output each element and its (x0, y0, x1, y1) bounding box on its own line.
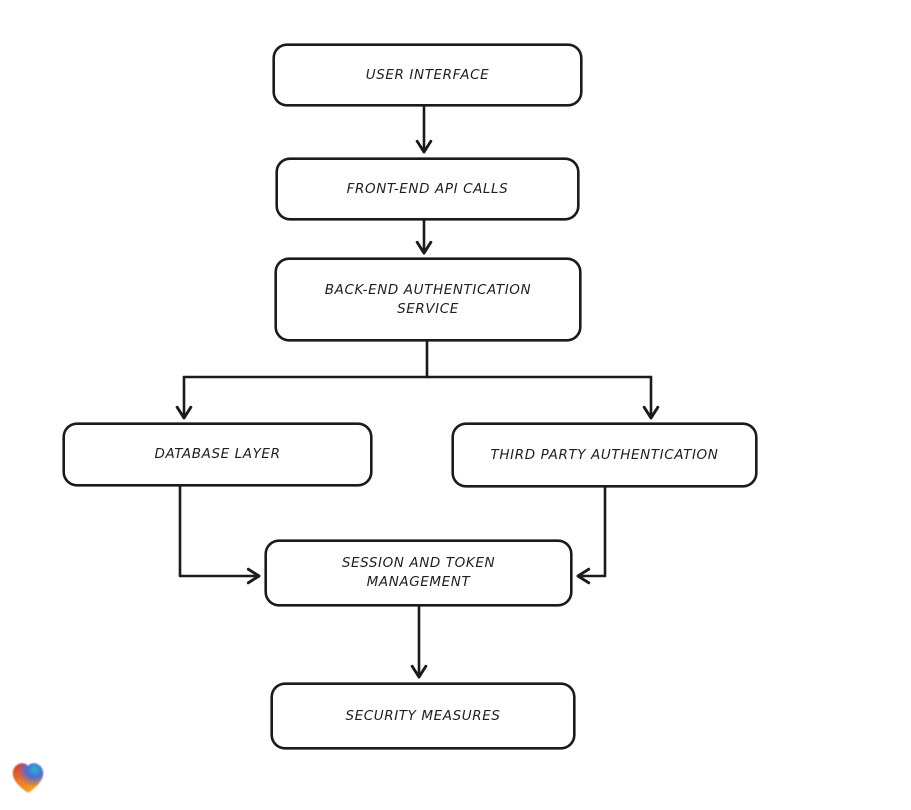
node-security-measures-label: SECURITY MEASURES (345, 707, 501, 724)
node-security-measures[interactable]: SECURITY MEASURES (271, 683, 575, 749)
node-database-layer-label: DATABASE LAYER (154, 446, 281, 462)
edge-database-to-session (178, 483, 261, 585)
edge-thirdparty-to-session (576, 484, 607, 585)
node-database-layer[interactable]: DATABASE LAYER (63, 423, 372, 486)
node-session-and-token-management-label: SESSION AND TOKEN MANAGEMENT (341, 555, 496, 590)
node-third-party-authentication-label: THIRD PARTY AUTHENTICATION (490, 446, 719, 463)
node-user-interface-label: USER INTERFACE (365, 66, 490, 83)
node-back-end-authentication-service-label: BACK-END AUTHENTICATION SERVICE (324, 281, 532, 317)
node-session-and-token-management[interactable]: SESSION AND TOKEN MANAGEMENT (265, 540, 572, 606)
node-back-end-authentication-service[interactable]: BACK-END AUTHENTICATION SERVICE (275, 258, 581, 341)
node-user-interface[interactable]: USER INTERFACE (273, 44, 582, 106)
node-front-end-api-calls[interactable]: FRONT-END API CALLS (276, 158, 579, 220)
node-third-party-authentication[interactable]: THIRD PARTY AUTHENTICATION (452, 423, 757, 487)
node-front-end-api-calls-label: FRONT-END API CALLS (346, 180, 509, 197)
heart-logo[interactable] (9, 760, 47, 796)
